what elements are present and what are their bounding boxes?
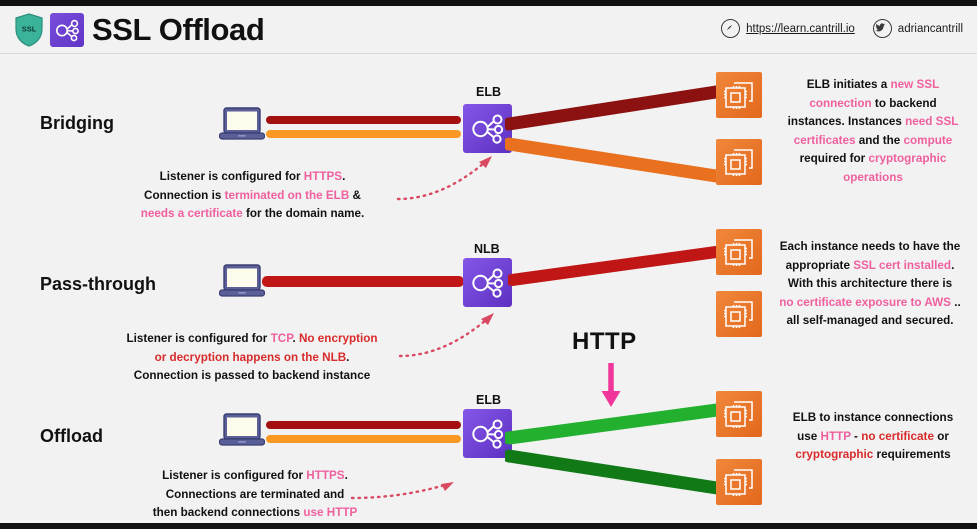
dotted-arrow-bridging <box>396 156 492 201</box>
elb-to-instances-pipes-offload <box>505 403 721 495</box>
load-balancer-icon-offload[interactable] <box>463 409 512 458</box>
client-to-elb-http-pipe-bridging <box>266 130 461 138</box>
load-balancer-icon-pass-through[interactable] <box>463 258 512 307</box>
lb-caption-bridging: ELB <box>476 85 501 99</box>
ec2-instance-icon-pass-through-2[interactable] <box>716 291 762 337</box>
client-to-elb-https-pipe-offload <box>266 421 461 429</box>
ec2-instance-icon-pass-through-1[interactable] <box>716 229 762 275</box>
row-label-offload: Offload <box>40 426 103 446</box>
dotted-arrow-offload <box>350 482 454 500</box>
page-title: SSL Offload <box>92 12 265 47</box>
twitter-handle[interactable]: adriancantrill <box>897 22 963 35</box>
row-label-pass-through: Pass-through <box>40 274 157 294</box>
down-arrow-icon <box>601 363 621 407</box>
twitter-bird-icon <box>872 19 892 38</box>
laptop-icon-offload <box>218 413 266 447</box>
laptop-icon <box>218 107 266 141</box>
http-callout-label: HTTP <box>572 328 637 355</box>
svg-text:SSL: SSL <box>22 25 37 34</box>
twitter-link[interactable]: adriancantrill <box>872 19 963 38</box>
load-balancer-icon-bridging[interactable] <box>463 104 512 153</box>
website-link[interactable]: https://learn.cantrill.io <box>721 19 855 38</box>
client-to-elb-https-pipe-bridging <box>266 116 461 124</box>
nlb-to-instance-pipe <box>508 246 720 286</box>
ec2-instance-icon-offload-2[interactable] <box>716 459 762 505</box>
client-to-elb-http-pipe-offload <box>266 435 461 443</box>
ec2-instance-icon-bridging-2[interactable] <box>716 139 762 185</box>
left-note-bridging: Listener is configured for HTTPS.Connect… <box>140 170 365 220</box>
compass-icon <box>721 19 741 38</box>
ssl-shield-icon: SSL <box>14 13 44 47</box>
lb-caption-offload: ELB <box>476 393 501 407</box>
ec2-instance-icon-offload-1[interactable] <box>716 391 762 437</box>
header-links: https://learn.cantrill.io adriancantrill <box>721 19 963 38</box>
left-note-offload: Listener is configured for HTTPS.Connect… <box>152 469 358 519</box>
laptop-icon-pass-through <box>218 264 266 298</box>
ec2-instance-icon-bridging-1[interactable] <box>716 72 762 118</box>
row-label-bridging: Bridging <box>40 113 114 133</box>
header-bar: SSL SSL Offload <box>0 6 977 54</box>
lb-caption-pass-through: NLB <box>474 242 500 256</box>
elb-to-instances-pipes-bridging <box>505 85 720 183</box>
elastic-load-balancer-logo-icon <box>50 13 84 47</box>
left-note-pass-through: Listener is configured for TCP. No encry… <box>126 332 378 382</box>
client-to-nlb-tcp-pipe <box>262 276 464 287</box>
website-url[interactable]: https://learn.cantrill.io <box>746 22 855 35</box>
dotted-arrow-pass-through <box>398 313 494 358</box>
